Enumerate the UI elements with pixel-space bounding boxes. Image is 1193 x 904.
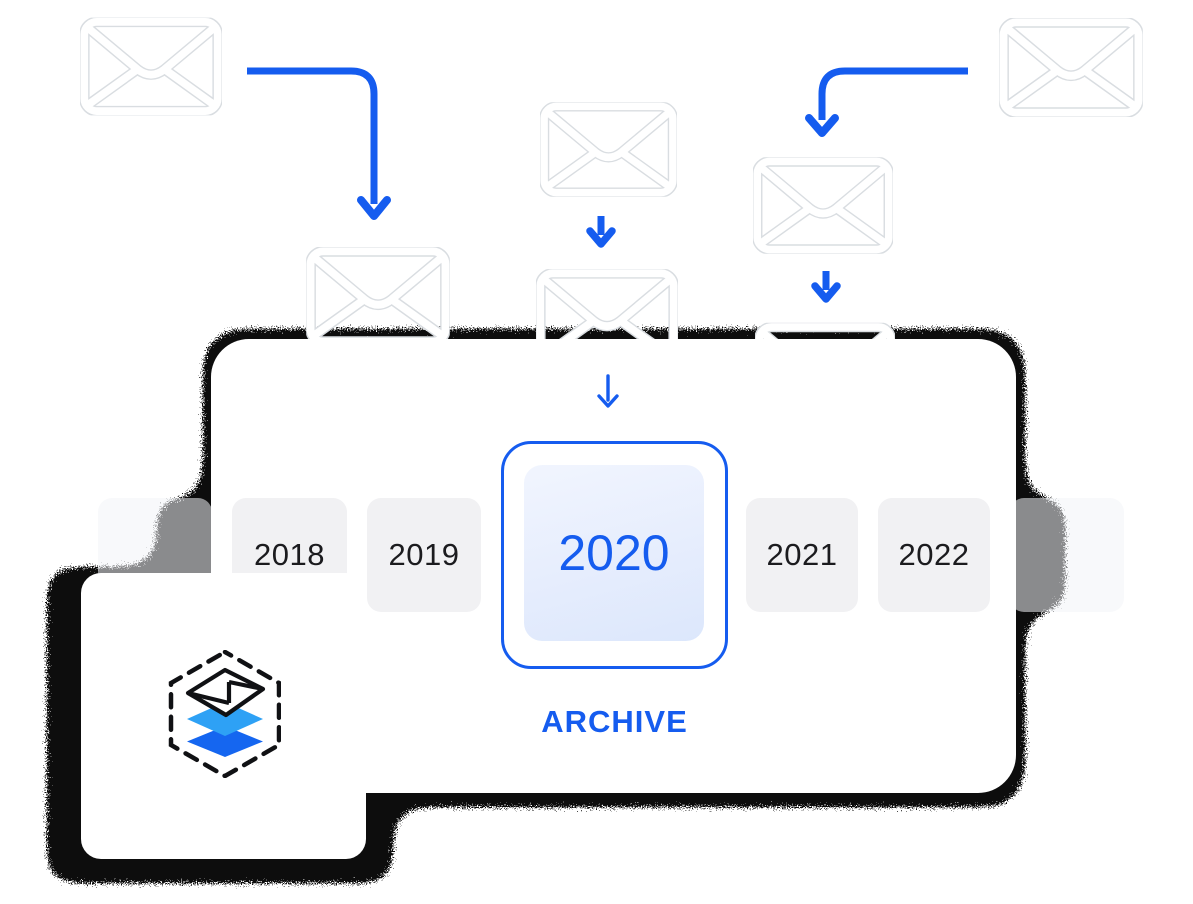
logo-envelope <box>185 667 266 718</box>
year-label: 2022 <box>898 537 970 572</box>
envelope-icon <box>540 102 677 197</box>
layer-bottom <box>187 726 263 757</box>
year-chip-2021[interactable]: 2021 <box>746 498 858 612</box>
year-label: 2018 <box>254 537 325 572</box>
down-arrow-icon <box>597 374 619 408</box>
curved-arrow-left-icon <box>247 67 391 220</box>
envelope-icon <box>306 247 450 346</box>
envelope-icon <box>999 18 1143 117</box>
selected-year-frame[interactable]: 2020 <box>501 441 728 669</box>
layer-middle <box>187 702 263 736</box>
year-label: 2019 <box>388 537 460 572</box>
curved-arrow-right-icon <box>805 67 968 137</box>
down-arrow-mid-icon <box>586 216 616 248</box>
hexagon-outline <box>168 650 281 778</box>
year-chip-partial-right <box>1010 498 1124 612</box>
archive-label: ARCHIVE <box>541 704 688 739</box>
selected-year-tile[interactable]: 2020 <box>524 465 704 641</box>
year-chip-2019[interactable]: 2019 <box>367 498 481 612</box>
year-label: 2021 <box>766 537 838 572</box>
selected-year-label: 2020 <box>558 525 670 581</box>
envelope-icon <box>80 16 222 117</box>
year-chip-2022[interactable]: 2022 <box>878 498 990 612</box>
down-arrow-right-icon <box>811 271 841 303</box>
envelope-icon <box>753 156 893 255</box>
archive-layers-logo-icon <box>168 650 281 778</box>
